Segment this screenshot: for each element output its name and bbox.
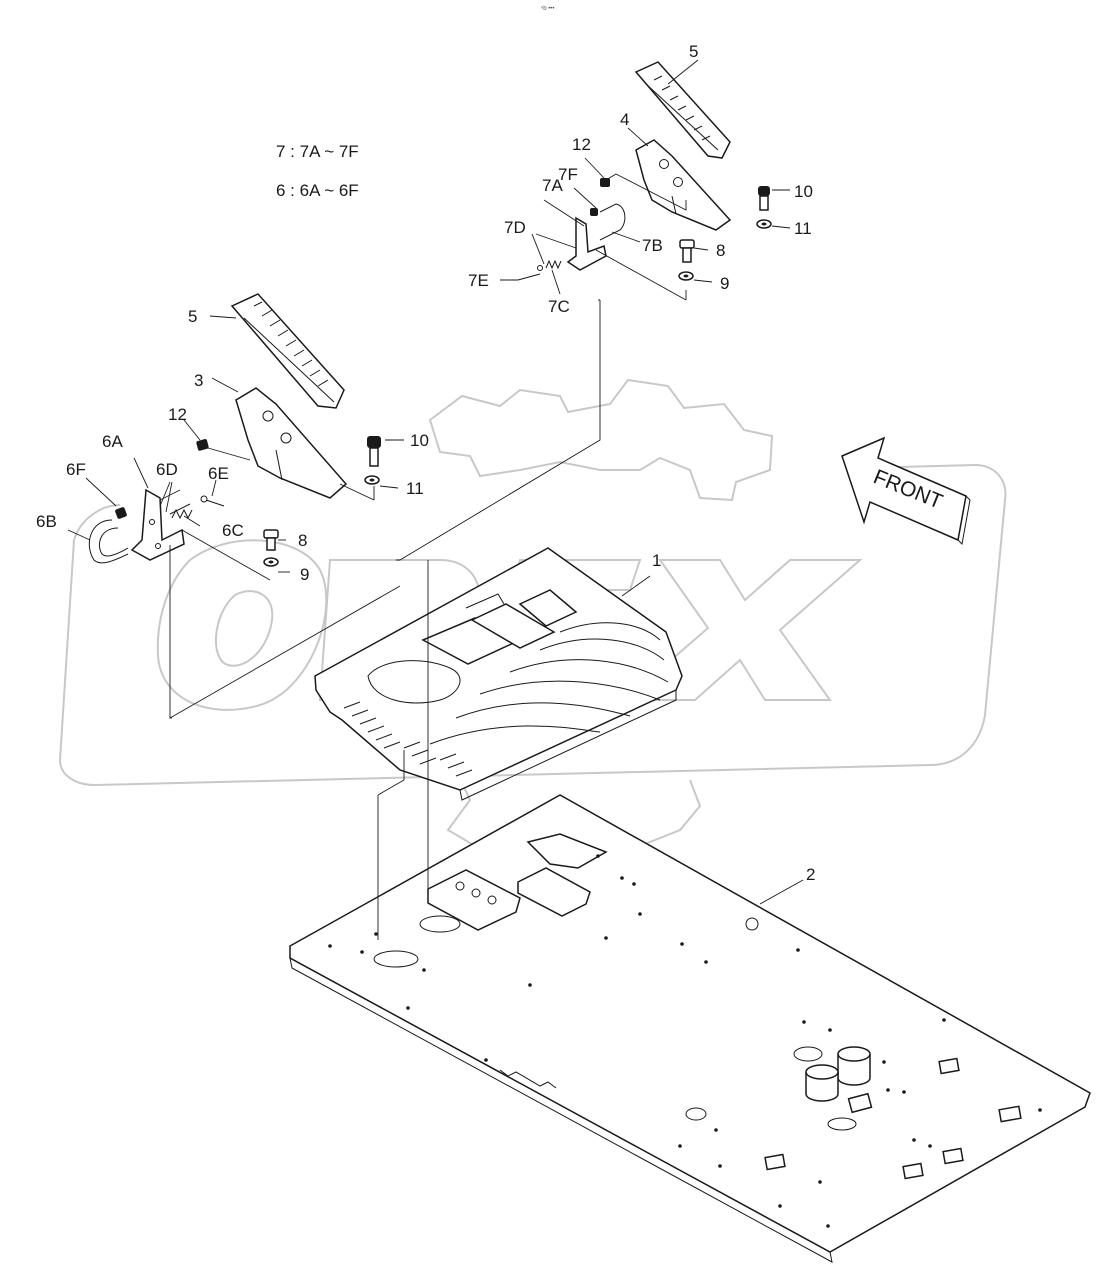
callout-9-right: 9: [720, 274, 729, 293]
floor-cylinder-b: [805, 1072, 839, 1102]
bolt-8-left: [263, 529, 279, 551]
watermark-banner: [58, 463, 1007, 787]
note-part-7: 7 : 7A ~ 7F: [276, 142, 359, 161]
hinge-plate-6A: [130, 488, 185, 561]
callout-6B: 6B: [36, 512, 57, 531]
callout-5-left: 5: [188, 307, 197, 326]
callout-7A: 7A: [542, 176, 563, 195]
bolt-10-left: [367, 436, 381, 467]
hinge-assembly-right: [517, 203, 626, 281]
callout-7E: 7E: [468, 271, 489, 290]
callout-7B: 7B: [642, 236, 663, 255]
nut-7F: [590, 208, 598, 216]
callout-4: 4: [620, 110, 629, 129]
pedal-pad-right: [634, 61, 731, 159]
pin-6E: [205, 499, 225, 507]
floor-bracket: [427, 869, 521, 931]
callout-6F: 6F: [66, 460, 86, 479]
floor-slot-left: [373, 950, 419, 968]
hinge-assembly-left: [88, 488, 225, 564]
callout-12-right: 12: [572, 135, 591, 154]
callout-3: 3: [194, 371, 203, 390]
watermark-letter-o: [156, 539, 328, 711]
pedal-pad-left: [230, 293, 345, 409]
callout-6C: 6C: [222, 521, 244, 540]
callout-8-right: 8: [716, 241, 725, 260]
callout-2: 2: [806, 865, 815, 884]
callout-10-left: 10: [410, 431, 429, 450]
assembly-lines: [67, 59, 804, 940]
callout-5-right: 5: [689, 42, 698, 61]
floor-slot-mid: [419, 915, 461, 933]
callout-1: 1: [652, 551, 661, 570]
callout-11-left: 11: [406, 479, 424, 498]
callout-8-left: 8: [298, 531, 307, 550]
floor-plate: [289, 794, 1091, 1263]
u-bolt-7B: [599, 203, 626, 241]
floor-cutout: [517, 867, 591, 917]
callout-9-left: 9: [300, 565, 309, 584]
u-bolt-6B: [88, 519, 129, 564]
callout-7D: 7D: [504, 218, 526, 237]
bolt-8-right: [679, 239, 695, 263]
nut-6F: [115, 507, 127, 519]
floor-tab: [526, 833, 608, 869]
pedal-bracket-right: [635, 139, 732, 231]
nut-12-left: [196, 439, 209, 451]
mat-pad-right: [518, 589, 578, 627]
mat-pad-center: [470, 603, 556, 649]
callout-11-right: 11: [794, 219, 812, 238]
callout-6E: 6E: [208, 464, 229, 483]
callout-6A: 6A: [102, 432, 123, 451]
callout-6D: 6D: [156, 460, 178, 479]
callout-12-left: 12: [168, 405, 187, 424]
bolt-10-right: [758, 186, 770, 211]
pedal-bracket-left: [235, 387, 348, 499]
pin-7E: [517, 273, 541, 281]
callout-labels: 1 2 3 4 5 5 6A 6B 6C 6D 6E 6F 7A 7B 7C 7…: [36, 42, 815, 884]
nut-12-right: [600, 178, 610, 187]
fasteners: [196, 178, 772, 567]
spring-7C: [545, 259, 562, 270]
callout-7F: 7F: [558, 165, 578, 184]
spring-6C: [169, 503, 193, 520]
front-arrow: FRONT: [841, 436, 971, 546]
note-part-6: 6 : 6A ~ 6F: [276, 181, 359, 200]
watermark-gear: [428, 378, 774, 502]
callout-7C: 7C: [548, 297, 570, 316]
floor-mat: [314, 547, 683, 801]
hinge-plate-7A: [566, 216, 607, 271]
header-mark: ⁿb •••: [541, 5, 555, 12]
callout-10-right: 10: [794, 182, 813, 201]
